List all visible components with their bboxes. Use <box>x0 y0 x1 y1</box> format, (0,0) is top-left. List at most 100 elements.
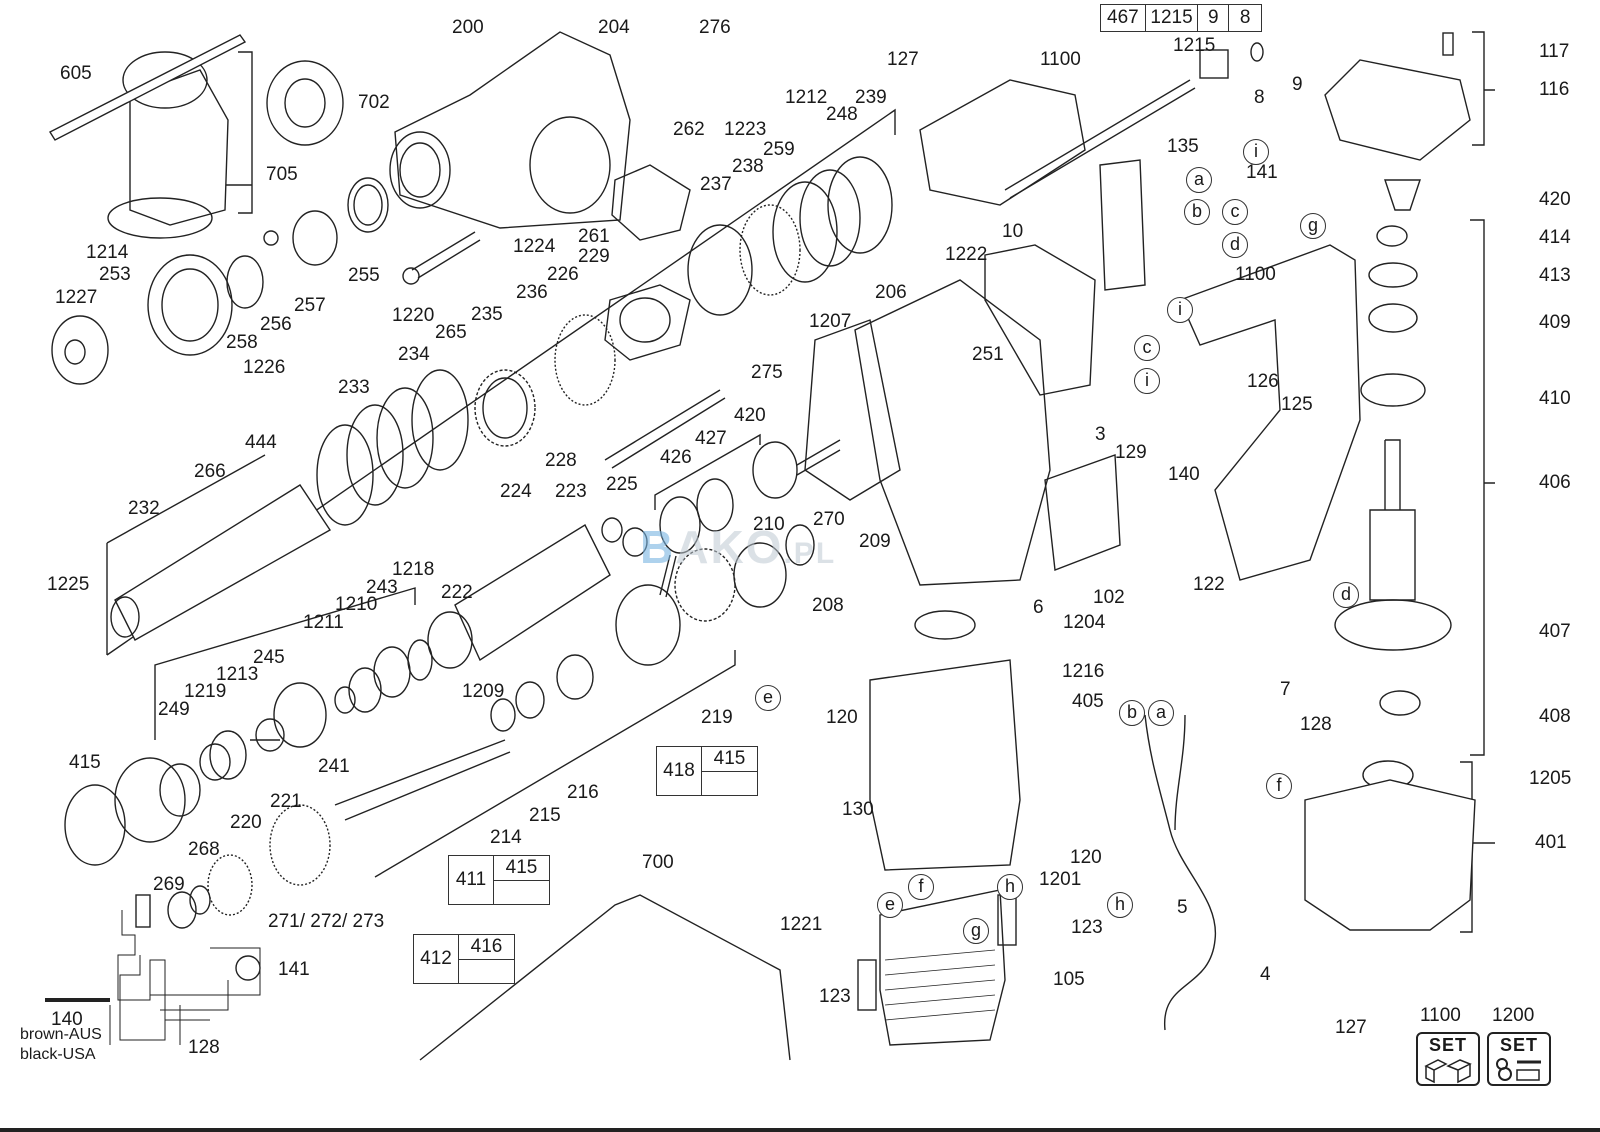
part-label: 8 <box>1254 87 1265 108</box>
connector-marker: h <box>1107 892 1133 918</box>
part-label: 245 <box>253 647 285 668</box>
part-label: 228 <box>545 450 577 471</box>
part-label: 705 <box>266 164 298 185</box>
nose-1227 <box>51 315 109 385</box>
part-label: 265 <box>435 322 467 343</box>
part-label: 229 <box>578 246 610 267</box>
part-label: 271/ 272/ 273 <box>268 911 385 932</box>
part-label: 9 <box>1292 74 1303 95</box>
part-label: 140 <box>1168 464 1200 485</box>
set-badge: SET <box>1416 1032 1480 1086</box>
dust-attachment-705 <box>129 69 229 226</box>
part-label: 415 <box>69 752 101 773</box>
part-label: 1223 <box>724 119 767 140</box>
part-label: 406 <box>1539 472 1571 493</box>
part-label: 266 <box>194 461 226 482</box>
part-label: 1220 <box>392 305 435 326</box>
armature-406 <box>1369 509 1416 601</box>
part-label: 248 <box>826 104 858 125</box>
part-label: 259 <box>763 139 795 160</box>
part-label: 206 <box>875 282 907 303</box>
part-label: 1214 <box>86 242 129 263</box>
part-label: 702 <box>358 92 390 113</box>
part-label: 7 <box>1280 679 1291 700</box>
sub-assembly-main: 418 <box>657 747 702 795</box>
gear-housing-200 <box>394 31 631 229</box>
rod-605 <box>49 34 247 141</box>
part-label: 1209 <box>462 681 505 702</box>
legend-line: black-USA <box>20 1046 96 1063</box>
part-label: 233 <box>338 377 370 398</box>
part-label: 258 <box>226 332 258 353</box>
part-label: 122 <box>1193 574 1225 595</box>
part-label: 261 <box>578 226 610 247</box>
connector-marker: c <box>1134 335 1160 361</box>
part-label: 1226 <box>243 357 286 378</box>
part-label: 1211 <box>303 612 344 633</box>
part-label: 123 <box>819 986 851 1007</box>
part-label: 268 <box>188 839 220 860</box>
part-label: 5 <box>1177 897 1188 918</box>
part-label: 1222 <box>945 244 988 265</box>
connector-marker: d <box>1222 232 1248 258</box>
part-label: 241 <box>318 756 350 777</box>
part-label: 215 <box>529 805 561 826</box>
part-label: 256 <box>260 314 292 335</box>
screw-seal-grease-set-icon <box>1496 1058 1541 1081</box>
connector-marker: i <box>1134 368 1160 394</box>
connector-marker: d <box>1333 582 1359 608</box>
part-label: 401 <box>1535 832 1567 853</box>
part-label: 1207 <box>809 311 852 332</box>
part-label: 236 <box>516 282 548 303</box>
connector-marker: f <box>908 874 934 900</box>
connector-marker: e <box>877 892 903 918</box>
part-label: 269 <box>153 874 185 895</box>
sub-assembly-main: 412 <box>414 935 459 983</box>
part-label: 123 <box>1071 917 1103 938</box>
part-label: 255 <box>348 265 380 286</box>
part-label: 116 <box>1539 79 1570 100</box>
part-label: 1224 <box>513 236 556 257</box>
part-label: 275 <box>751 362 783 383</box>
part-label: 253 <box>99 264 131 285</box>
bracket-116 <box>1472 31 1495 146</box>
bracket-406 <box>1470 219 1495 756</box>
part-label: 605 <box>60 63 92 84</box>
assembly-bracket-444 <box>106 454 266 655</box>
part-label: 1219 <box>184 681 227 702</box>
part-label: 1201 <box>1039 869 1082 890</box>
part-label: 1225 <box>47 574 90 595</box>
part-label: 120 <box>1070 847 1102 868</box>
connector-marker: a <box>1148 700 1174 726</box>
part-label: 126 <box>1247 371 1279 392</box>
connector-marker: i <box>1243 139 1269 165</box>
part-label: 1100 <box>1235 264 1276 285</box>
part-label: 414 <box>1539 227 1571 248</box>
part-label: 223 <box>555 481 587 502</box>
part-label: 1218 <box>392 559 435 580</box>
part-label: 1205 <box>1529 768 1572 789</box>
part-label: 130 <box>842 799 874 820</box>
part-label: 1227 <box>55 287 98 308</box>
part-label: 405 <box>1072 691 1104 712</box>
set-number: 1100 <box>1420 1005 1461 1026</box>
part-label: 257 <box>294 295 326 316</box>
assembly-line-gear <box>374 650 736 878</box>
part-label: 249 <box>158 699 190 720</box>
legend-line: brown-AUS <box>20 1026 102 1043</box>
part-label: 102 <box>1093 587 1125 608</box>
cap-702 <box>266 60 344 146</box>
part-label: 208 <box>812 595 844 616</box>
part-label: 10 <box>1002 221 1024 242</box>
wiring-schematic <box>109 910 261 1045</box>
assembly-line-lower <box>154 587 416 740</box>
motor-cover-401 <box>1304 779 1476 931</box>
part-label: 128 <box>188 1037 220 1058</box>
header-cell: 9 <box>1198 5 1230 31</box>
motor-housing-206 <box>854 279 1051 586</box>
wiring-legend: brown-AUS black-USA <box>20 1025 102 1065</box>
carry-case-700 <box>419 894 791 1061</box>
part-label: 427 <box>695 428 727 449</box>
